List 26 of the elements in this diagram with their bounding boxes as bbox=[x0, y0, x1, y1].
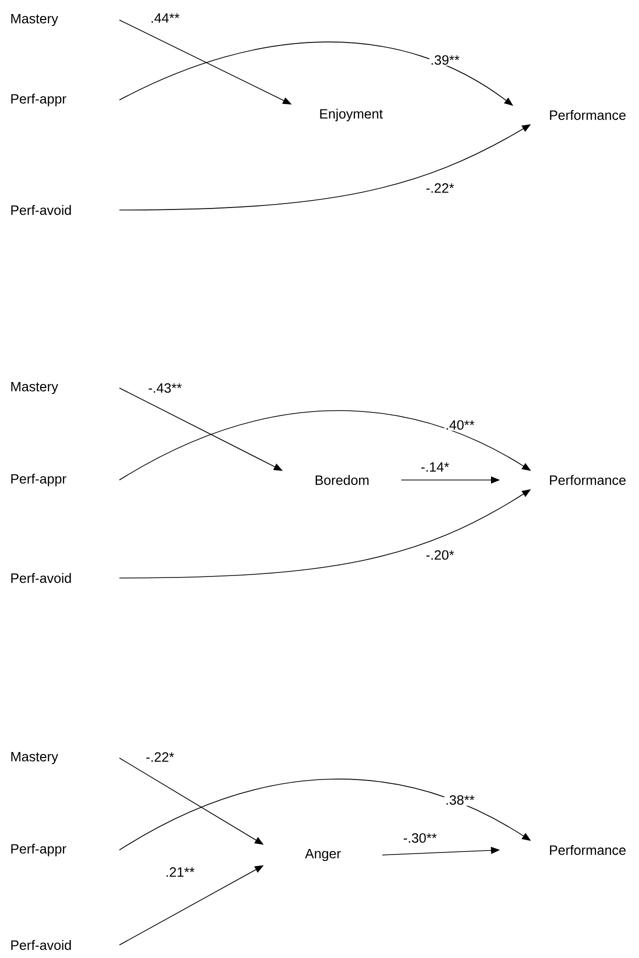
edge-label: -.20* bbox=[424, 549, 456, 561]
edge-label: -.14* bbox=[420, 461, 450, 473]
edge-label: -.43** bbox=[147, 382, 183, 394]
edge-label: -.22* bbox=[424, 182, 456, 194]
edge-label: -.22* bbox=[144, 751, 176, 763]
outcome-label: Performance bbox=[550, 475, 626, 485]
emotion-label: Anger bbox=[305, 848, 341, 862]
outcome-label: Performance bbox=[550, 845, 626, 855]
goal-label: Perf-avoid bbox=[11, 205, 71, 215]
goal-label: Perf-avoid bbox=[11, 940, 71, 950]
goal-label: Perf-appr bbox=[11, 844, 66, 856]
emotion-label: Boredom bbox=[316, 475, 368, 485]
goal-label: Perf-appr bbox=[11, 474, 66, 486]
goal-label: Mastery bbox=[11, 382, 58, 394]
edge-label: .40** bbox=[444, 419, 476, 431]
edge-label: .39** bbox=[429, 54, 461, 66]
edge-label: .21** bbox=[164, 866, 196, 878]
goal-label: Mastery bbox=[11, 752, 58, 764]
outcome-label: Performance bbox=[550, 110, 626, 120]
emotion-label: Enjoyment bbox=[320, 108, 383, 122]
goal-label: Perf-avoid bbox=[11, 573, 71, 583]
edge-label: -.30** bbox=[402, 832, 438, 844]
goal-label: Perf-appr bbox=[11, 94, 66, 106]
edge-label: .38** bbox=[444, 794, 476, 806]
edge-label: .44** bbox=[149, 12, 181, 24]
goal-label: Mastery bbox=[11, 14, 58, 26]
